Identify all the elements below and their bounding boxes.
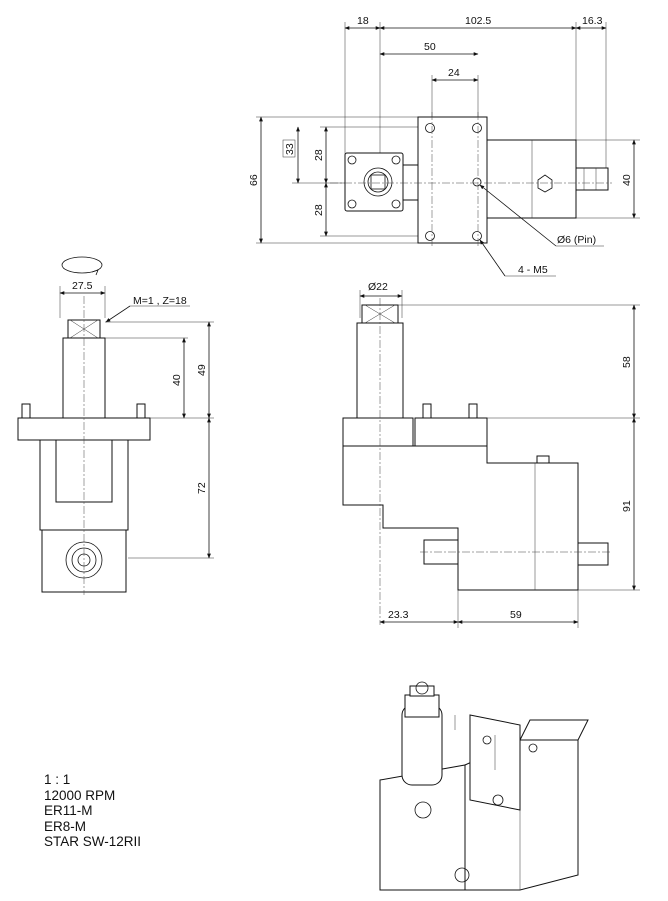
note-model: STAR SW-12RII (44, 834, 142, 849)
dim-28-upper: 28 (313, 149, 325, 161)
dim-28-lower: 28 (313, 204, 325, 216)
top-view: 18 102.5 16.3 50 24 66 33 28 28 40 (248, 15, 640, 277)
rotation-icon (61, 256, 103, 274)
note-scale: 1 : 1 (44, 772, 71, 787)
dim-59: 59 (510, 609, 522, 621)
dim-18: 18 (357, 15, 369, 27)
dim-d22: Ø22 (368, 281, 388, 293)
notes-block: 1 : 1 12000 RPM ER11-M ER8-M STAR SW-12R… (44, 772, 141, 850)
dim-72: 72 (196, 482, 208, 494)
dim-box-33 (282, 139, 296, 158)
dim-24: 24 (448, 67, 460, 79)
label-gear: M=1 , Z=18 (133, 295, 187, 307)
label-thread: 4 - M5 (518, 264, 548, 276)
dim-16-3: 16.3 (582, 15, 603, 27)
dim-58: 58 (621, 356, 633, 368)
dim-23-3: 23.3 (388, 609, 409, 621)
note-collet-er11: ER11-M (44, 803, 93, 818)
dim-40-right: 40 (621, 174, 633, 186)
note-rpm: 12000 RPM (44, 787, 116, 803)
side-view: 27.5 M=1 , Z=18 40 49 72 (17, 256, 214, 595)
dim-33: 33 (284, 143, 296, 155)
dim-91: 91 (621, 500, 633, 512)
isometric-view (379, 681, 589, 891)
label-pin: Ø6 (Pin) (557, 234, 596, 246)
dim-49: 49 (196, 364, 208, 376)
dim-102-5: 102.5 (465, 15, 491, 27)
dim-50: 50 (424, 41, 436, 53)
note-collet-er8: ER8-M (44, 818, 87, 834)
dim-66: 66 (248, 174, 260, 186)
dim-27-5: 27.5 (72, 280, 93, 292)
front-view: Ø22 58 91 23.3 59 (342, 281, 640, 628)
dim-40-left: 40 (171, 374, 183, 386)
